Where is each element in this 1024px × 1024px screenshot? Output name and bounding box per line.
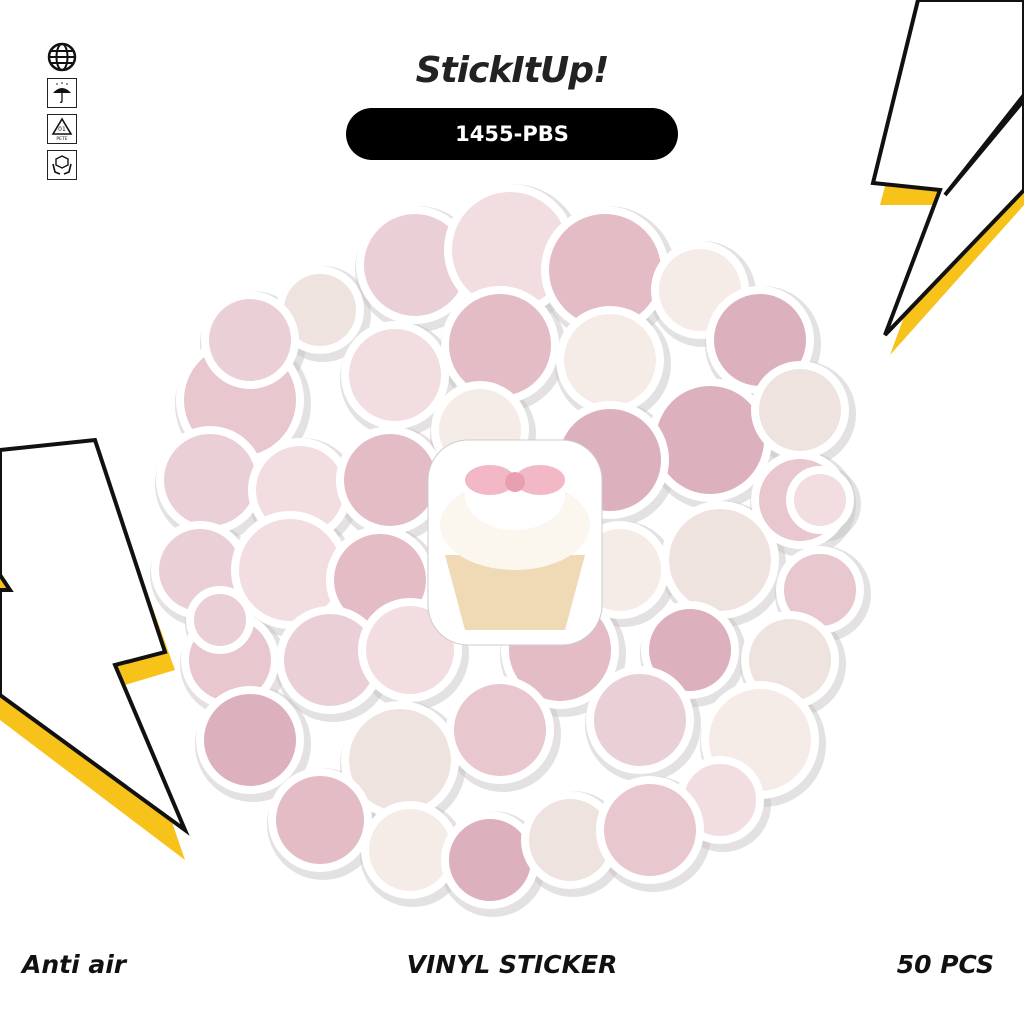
sticker	[751, 361, 849, 459]
cupcake-part	[445, 555, 585, 630]
sticker	[641, 601, 739, 699]
sticker	[196, 686, 304, 794]
cupcake-part	[505, 472, 525, 492]
cupcake-part	[515, 465, 565, 495]
lightning-bolt-left	[0, 437, 190, 860]
globe-icon	[47, 42, 77, 72]
sticker	[786, 466, 854, 534]
sticker	[586, 666, 694, 774]
sticker	[336, 426, 444, 534]
sticker	[596, 776, 704, 884]
lightning-bolt-right	[870, 0, 1024, 355]
footer-piece-count: 50 PCS	[896, 950, 994, 979]
recycle-number: 01	[58, 126, 66, 133]
cupcake-part	[465, 465, 515, 495]
keep-dry-umbrella-icon	[47, 78, 77, 108]
sticker	[556, 306, 664, 414]
sticker	[268, 768, 372, 872]
sticker	[441, 811, 539, 909]
sticker	[361, 801, 459, 899]
sticker	[648, 378, 772, 502]
footer-vinyl-sticker: VINYL STICKER	[406, 950, 618, 979]
sticker	[186, 586, 254, 654]
sticker	[661, 501, 779, 619]
handle-with-care-icon	[47, 150, 77, 180]
footer-anti-air: Anti air	[22, 950, 127, 979]
recycle-text: PETE	[56, 136, 67, 142]
sticker	[341, 321, 449, 429]
sticker	[441, 286, 559, 404]
sticker	[156, 426, 264, 534]
sticker	[201, 291, 299, 389]
product-code-badge: 1455-PBS	[346, 108, 678, 160]
sticker	[446, 676, 554, 784]
sticker-cluster	[150, 184, 871, 917]
brand-logo: StickItUp!	[415, 50, 610, 91]
